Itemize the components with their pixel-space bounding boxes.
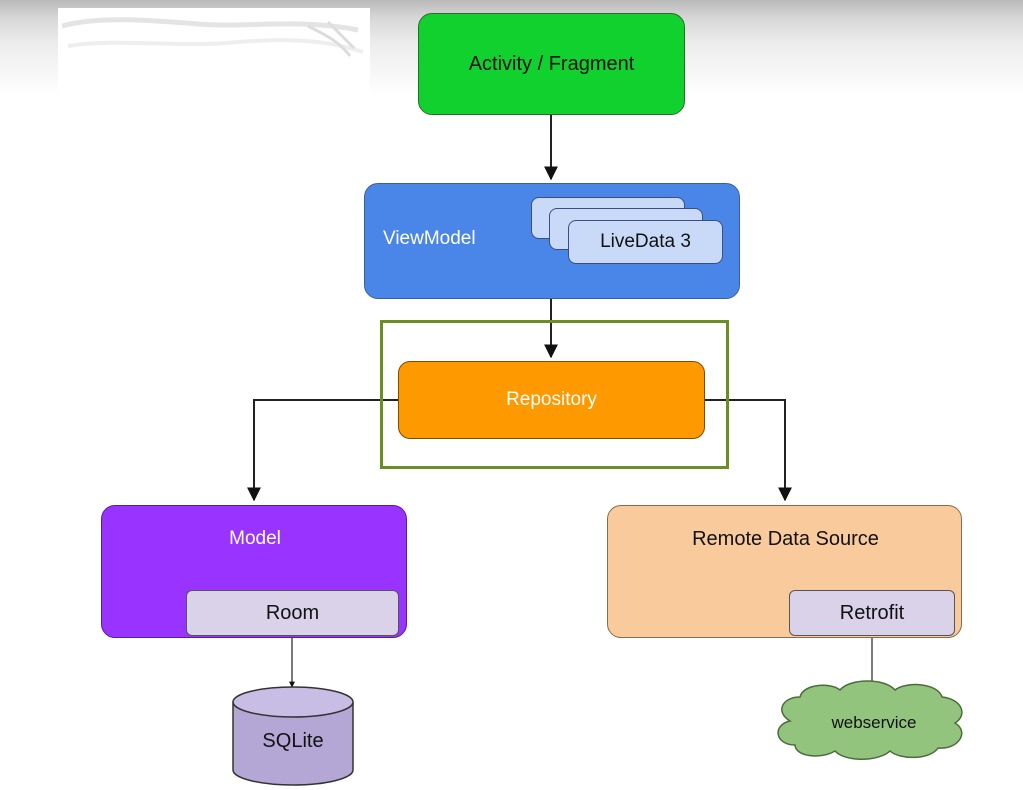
watermark-scribble xyxy=(61,17,364,57)
repository-node: Repository xyxy=(398,361,705,439)
livedata-card-front: LiveData 3 xyxy=(568,220,723,264)
retrofit-node: Retrofit xyxy=(789,590,955,636)
repository-label: Repository xyxy=(506,389,597,410)
arrow-repository-remote xyxy=(705,399,792,502)
activity-fragment-label: Activity / Fragment xyxy=(468,52,635,75)
remote-data-source-node: Remote Data Source Retrofit xyxy=(607,505,962,638)
sqlite-cylinder-icon xyxy=(232,686,354,786)
model-node: Model Room xyxy=(101,505,407,638)
livedata-label: LiveData 3 xyxy=(600,231,691,252)
webservice-label: webservice xyxy=(831,713,917,732)
repository-highlight-frame xyxy=(380,320,729,469)
remote-data-source-label: Remote Data Source xyxy=(692,528,879,550)
viewmodel-node: ViewModel LiveData 3 xyxy=(364,183,740,299)
viewmodel-label: ViewModel xyxy=(383,228,476,249)
retrofit-label: Retrofit xyxy=(839,601,905,624)
webservice-cloud-icon xyxy=(777,680,963,760)
sqlite-label: SQLite xyxy=(262,730,324,752)
room-node: Room xyxy=(186,590,399,636)
room-label: Room xyxy=(265,601,320,624)
model-label: Model xyxy=(229,528,281,549)
arrow-repository-model xyxy=(247,399,398,502)
activity-fragment-node: Activity / Fragment xyxy=(418,13,685,115)
